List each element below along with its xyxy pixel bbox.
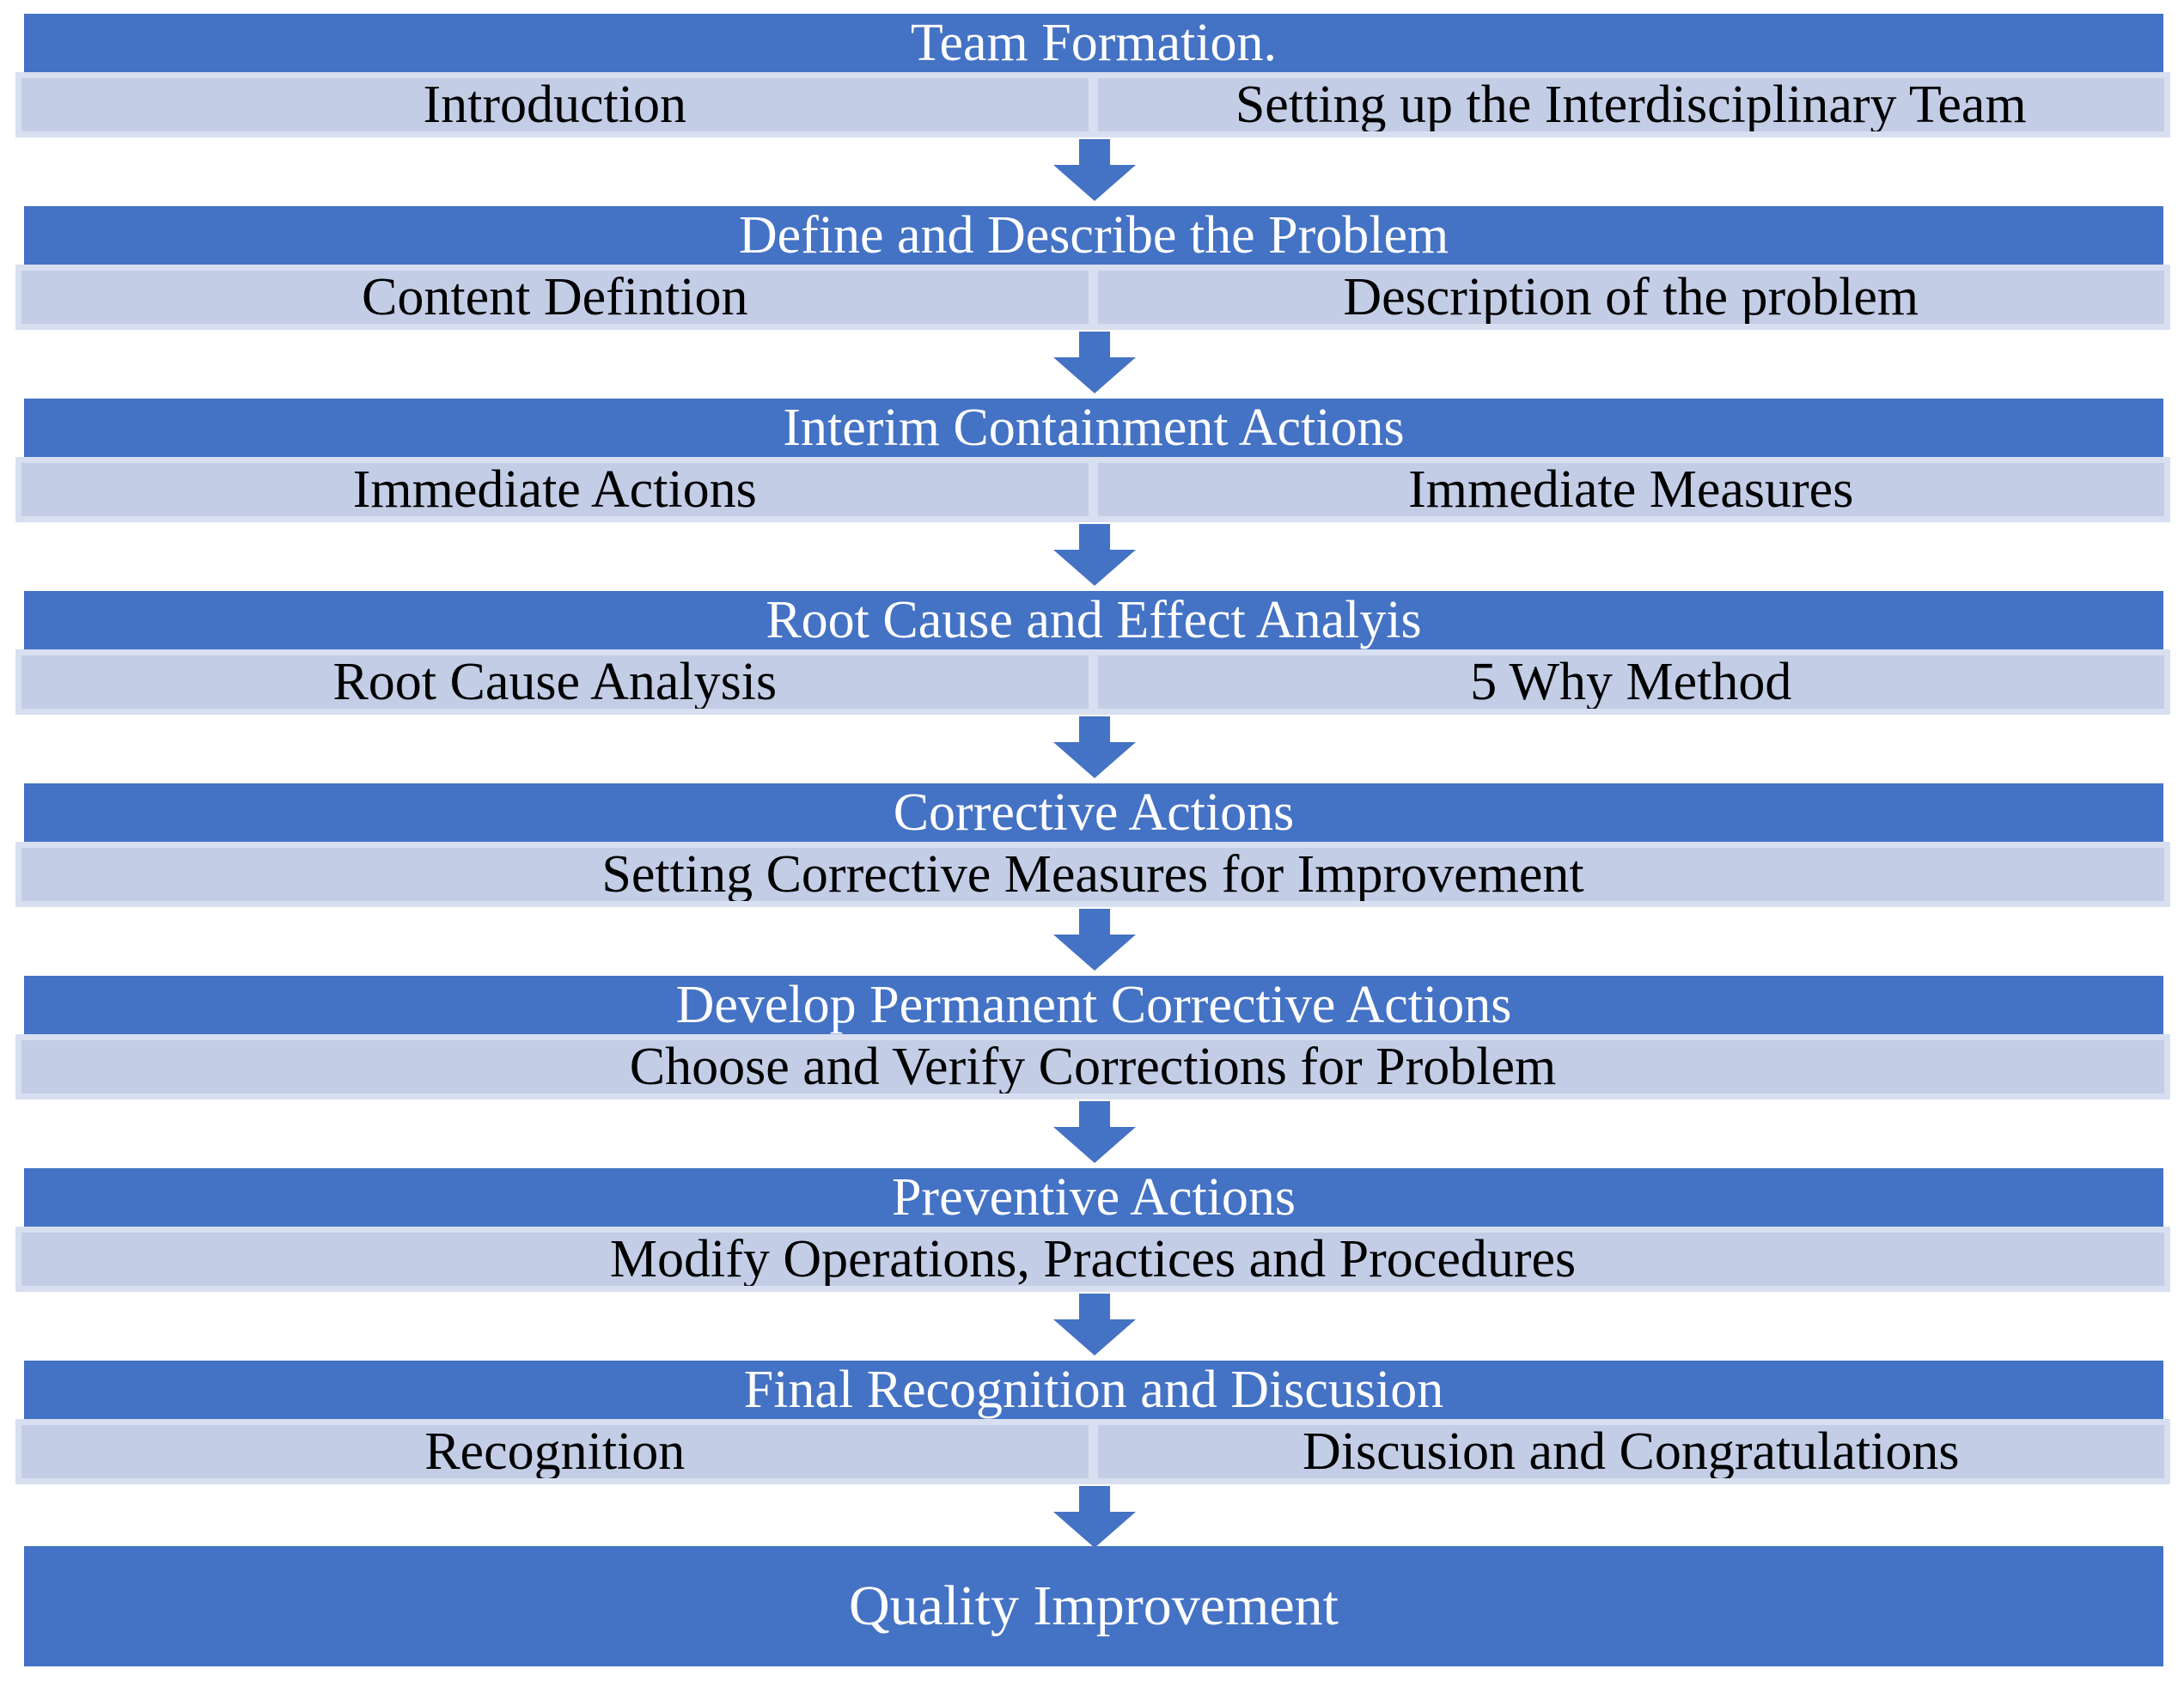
stage-header: Root Cause and Effect Analyis [24,591,2163,649]
stage-header: Define and Describe the Problem [24,206,2163,265]
down-arrow-icon [1053,1486,1136,1548]
down-arrow-icon [1053,139,1136,201]
stage-detail-cell: Introduction [15,72,1095,137]
down-arrow-icon [1053,1101,1136,1163]
stage-detail-cell: Recognition [15,1419,1095,1484]
down-arrow-icon [1053,332,1136,393]
stage-detail-cell: Content Defintion [15,265,1095,330]
stage-detail-cell: Description of the problem [1094,265,2170,330]
stage-detail-cell: Immediate Measures [1094,457,2170,522]
final-stage-box: Quality Improvement [24,1546,2163,1666]
stage-detail-cell: Immediate Actions [15,457,1095,522]
stage-detail-row: Setting Corrective Measures for Improvem… [15,842,2170,907]
stage-detail-cell: 5 Why Method [1094,649,2170,715]
stage-detail-cell: Choose and Verify Corrections for Proble… [15,1034,2170,1099]
stage-header: Develop Permanent Corrective Actions [24,976,2163,1034]
stage-header: Final Recognition and Discusion [24,1361,2163,1419]
stage-detail-cell: Modify Operations, Practices and Procedu… [15,1227,2170,1292]
stage-header: Corrective Actions [24,783,2163,842]
stage-header: Interim Containment Actions [24,399,2163,457]
stage-detail-cell: Root Cause Analysis [15,649,1095,715]
down-arrow-icon [1053,909,1136,971]
stage-detail-cell: Discusion and Congratulations [1094,1419,2170,1484]
stage-header: Preventive Actions [24,1168,2163,1227]
stage-header: Team Formation. [24,14,2163,72]
down-arrow-icon [1053,716,1136,778]
stage-detail-row: Modify Operations, Practices and Procedu… [15,1227,2170,1292]
stage-detail-cell: Setting up the Interdisciplinary Team [1094,72,2170,137]
down-arrow-icon [1053,524,1136,586]
stage-detail-cell: Setting Corrective Measures for Improvem… [15,842,2170,907]
down-arrow-icon [1053,1294,1136,1355]
stage-detail-row: Choose and Verify Corrections for Proble… [15,1034,2170,1099]
